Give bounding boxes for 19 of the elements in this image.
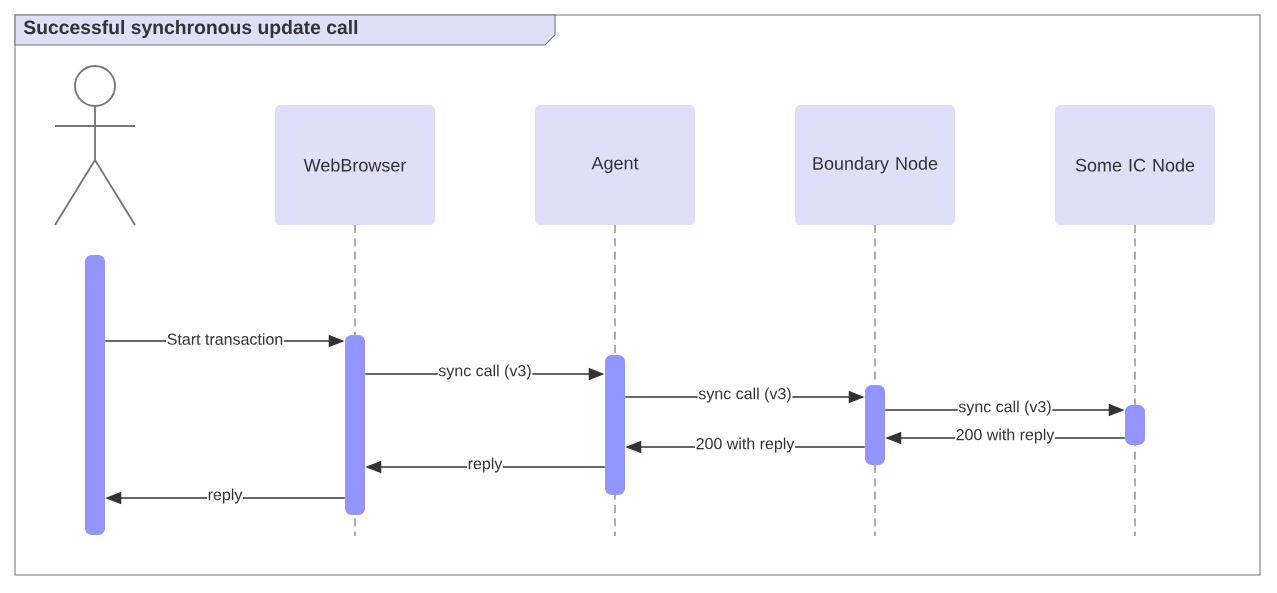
edge-label: Start transaction <box>166 332 284 346</box>
edge-label: sync call (v3) <box>957 399 1053 417</box>
participant-box: Boundary Node <box>795 105 955 225</box>
activation-bar <box>605 355 625 495</box>
activation-bar <box>345 335 365 515</box>
activation-bar <box>85 255 105 535</box>
edge-label: 200 with reply <box>695 436 796 454</box>
edge-label: sync call (v3) <box>697 386 793 404</box>
participant-box: Agent <box>535 105 695 225</box>
edge-label: reply <box>467 456 503 474</box>
person-icon <box>54 65 136 226</box>
participant-box: WebBrowser <box>275 105 435 225</box>
edge-label: reply <box>207 487 243 505</box>
activation-bar <box>1125 405 1145 445</box>
title-tab: Successful synchronous update call <box>14 14 556 46</box>
edge-label: sync call (v3) <box>437 363 533 381</box>
edge-label: 200 with reply <box>955 427 1056 445</box>
participant-box: Some IC Node <box>1055 105 1215 225</box>
activation-bar <box>865 385 885 465</box>
